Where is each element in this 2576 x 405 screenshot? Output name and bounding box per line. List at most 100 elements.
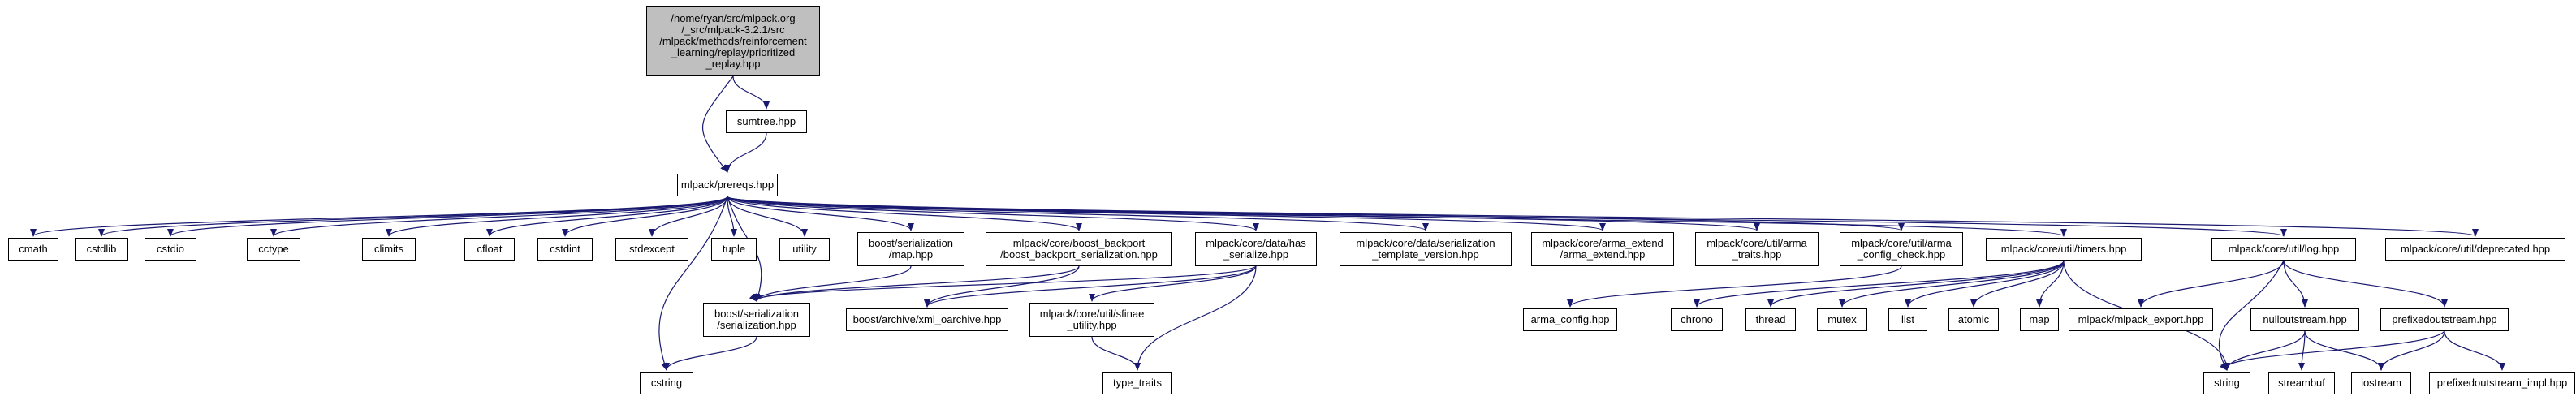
graph-node-arma_extend[interactable]: mlpack/core/arma_extend/arma_extend.hpp <box>1531 232 1674 266</box>
include-edge-prereqs-timers <box>727 196 2067 237</box>
graph-node-label: cfloat <box>477 243 503 255</box>
graph-node-prereqs[interactable]: mlpack/prereqs.hpp <box>677 174 778 196</box>
graph-node-has_serialize[interactable]: mlpack/core/data/has_serialize.hpp <box>1195 232 1317 266</box>
include-edge-prereqs-tuple <box>727 196 737 237</box>
graph-node-label: type_traits <box>1113 377 1162 389</box>
graph-node-streambuf: streambuf <box>2268 372 2335 394</box>
graph-node-prioritized_replay: /home/ryan/src/mlpack.org/_src/mlpack-3.… <box>646 6 820 76</box>
include-edge-log-string <box>2218 260 2285 371</box>
include-edge-prereqs-deprecated <box>727 196 2479 237</box>
include-edge-prereqs-serialization_template_version <box>727 196 1429 231</box>
graph-node-arma_config_check[interactable]: mlpack/core/util/arma_config_check.hpp <box>1840 232 1963 266</box>
include-edge-sumtree-prereqs <box>724 132 767 173</box>
graph-node-thread: thread <box>1745 308 1796 331</box>
graph-node-label: mlpack/core/util/arma <box>1851 237 1952 249</box>
graph-node-label: utility <box>792 243 817 255</box>
graph-node-label: /_src/mlpack-3.2.1/src <box>681 24 785 36</box>
include-edge-timers-map <box>2036 260 2065 308</box>
graph-node-sumtree[interactable]: sumtree.hpp <box>726 110 807 133</box>
graph-node-cfloat: cfloat <box>464 238 515 261</box>
include-edge-nulloutstream-streambuf <box>2298 330 2306 371</box>
include-edge-prereqs-stdexcept <box>649 196 728 237</box>
graph-node-boost_backport[interactable]: mlpack/core/boost_backport/boost_backpor… <box>986 232 1172 266</box>
graph-node-cstring: cstring <box>640 372 693 394</box>
graph-node-cstdlib: cstdlib <box>75 238 128 261</box>
graph-node-label: cmath <box>19 243 48 255</box>
graph-node-label: list <box>1901 313 1914 325</box>
graph-node-label: mlpack/core/arma_extend <box>1542 237 1663 249</box>
graph-node-label: cstdio <box>157 243 184 255</box>
include-edge-prioritized_replay-prereqs <box>701 75 734 173</box>
graph-node-chrono: chrono <box>1671 308 1723 331</box>
include-edge-boost_backport-xml_oarchive <box>924 265 1080 308</box>
graph-node-arma_config[interactable]: arma_config.hpp <box>1523 308 1617 331</box>
graph-node-label: stdexcept <box>629 243 675 255</box>
graph-node-label: /serialization.hpp <box>717 319 796 331</box>
include-edge-timers-mutex <box>1839 260 2065 308</box>
graph-node-log[interactable]: mlpack/core/util/log.hpp <box>2211 238 2356 261</box>
include-edge-nulloutstream-string <box>2224 330 2306 371</box>
include-edge-has_serialize-type_traits <box>1134 265 1257 371</box>
graph-node-label: /arma_extend.hpp <box>1560 248 1646 261</box>
graph-node-sfinae_utility[interactable]: mlpack/core/util/sfinae_utility.hpp <box>1029 303 1154 337</box>
graph-node-serialization_template_version[interactable]: mlpack/core/data/serialization_template_… <box>1340 232 1512 266</box>
include-edge-prereqs-climits <box>386 196 728 237</box>
include-edge-nulloutstream-iostream <box>2304 330 2384 371</box>
include-edge-prereqs-cstdio <box>167 196 728 237</box>
graph-node-label: cstdint <box>550 243 580 255</box>
graph-node-label: mlpack/core/util/sfinae <box>1039 308 1145 320</box>
graph-node-type_traits: type_traits <box>1102 372 1172 394</box>
graph-node-label: boost/archive/xml_oarchive.hpp <box>852 313 1002 325</box>
include-edge-prereqs-utility <box>727 196 808 237</box>
include-edge-prereqs-cfloat <box>486 196 728 237</box>
graph-node-label: /map.hpp <box>888 248 934 261</box>
graph-node-label: /mlpack/methods/reinforcement <box>659 35 807 47</box>
graph-node-label: cctype <box>258 243 289 255</box>
graph-node-label: cstdlib <box>86 243 117 255</box>
graph-node-label: _learning/replay/prioritized <box>671 46 796 58</box>
graph-node-label: climits <box>373 243 404 255</box>
include-edge-log-nulloutstream <box>2283 260 2308 308</box>
include-edge-prioritized_replay-sumtree <box>732 75 770 110</box>
graph-node-label: tuple <box>722 243 746 255</box>
graph-node-label: mlpack/prereqs.hpp <box>680 179 775 191</box>
graph-node-nulloutstream[interactable]: nulloutstream.hpp <box>2250 308 2359 331</box>
include-edge-prereqs-cstdint <box>562 196 728 237</box>
graph-node-stdexcept: stdexcept <box>615 238 688 261</box>
graph-node-cstdint: cstdint <box>537 238 593 261</box>
graph-node-label: string <box>2214 377 2240 389</box>
graph-node-label: /boost_backport_serialization.hpp <box>1000 248 1158 261</box>
include-edge-arma_config_check-arma_config <box>1567 265 1902 308</box>
graph-node-label: prefixedoutstream_impl.hpp <box>2436 377 2568 389</box>
graph-node-prefixedoutstream_impl[interactable]: prefixedoutstream_impl.hpp <box>2429 372 2575 394</box>
graph-node-tuple: tuple <box>711 238 757 261</box>
graph-node-iostream: iostream <box>2351 372 2411 394</box>
include-edge-prereqs-log <box>727 196 2287 237</box>
graph-node-label: /home/ryan/src/mlpack.org <box>671 12 796 24</box>
graph-node-label: iostream <box>2361 377 2401 389</box>
graph-node-label: _replay.hpp <box>705 58 761 70</box>
include-edge-prereqs-cmath <box>30 196 728 237</box>
include-edge-prereqs-map_hpp <box>727 196 914 231</box>
include-edge-timers-atomic <box>1970 260 2065 308</box>
include-edge-timers-thread <box>1767 260 2065 308</box>
graph-node-label: cstring <box>650 377 683 389</box>
include-edge-log-mlpack_export <box>2138 260 2285 308</box>
include-edge-prereqs-has_serialize <box>727 196 1259 231</box>
graph-node-cctype: cctype <box>247 238 300 261</box>
include-edge-has_serialize-serialization_hpp <box>749 265 1257 302</box>
graph-node-deprecated[interactable]: mlpack/core/util/deprecated.hpp <box>2385 238 2565 261</box>
graph-node-prefixedoutstream[interactable]: prefixedoutstream.hpp <box>2380 308 2509 331</box>
include-edge-prefixedoutstream-iostream <box>2378 330 2445 371</box>
graph-node-label: _config_check.hpp <box>1857 248 1946 261</box>
include-edge-prereqs-cctype <box>270 196 728 237</box>
graph-node-timers[interactable]: mlpack/core/util/timers.hpp <box>1986 238 2142 261</box>
graph-node-label: map <box>2029 313 2050 325</box>
graph-node-label: mutex <box>1827 313 1857 325</box>
graph-node-label: mlpack/core/util/deprecated.hpp <box>2400 243 2551 255</box>
graph-node-mlpack_export[interactable]: mlpack/mlpack_export.hpp <box>2069 308 2213 331</box>
graph-node-arma_traits[interactable]: mlpack/core/util/arma_traits.hpp <box>1695 232 1819 266</box>
include-edge-log-prefixedoutstream <box>2283 260 2448 308</box>
graph-node-xml_oarchive: boost/archive/xml_oarchive.hpp <box>846 308 1008 331</box>
